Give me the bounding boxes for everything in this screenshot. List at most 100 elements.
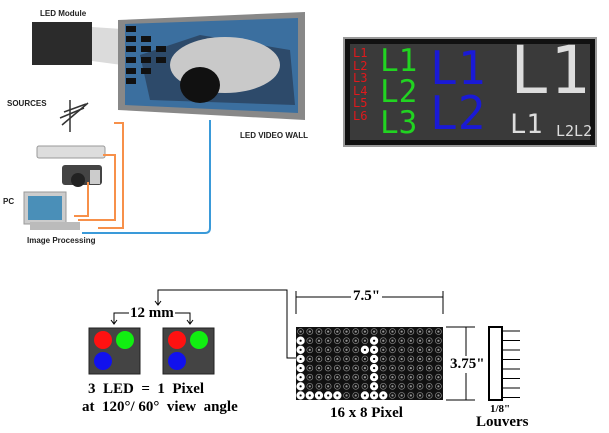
pixel-center	[400, 330, 403, 333]
pixel-center	[363, 394, 367, 397]
pixel-center	[363, 376, 367, 379]
pixel-center	[308, 394, 311, 397]
red-line: L1	[353, 46, 368, 60]
pixel-center	[299, 366, 302, 370]
pixel-center	[382, 348, 385, 351]
pixel-center	[308, 376, 311, 379]
pixel-center	[418, 357, 422, 361]
pixel-center	[345, 348, 348, 351]
pixel-center	[363, 348, 367, 351]
pixel-center	[418, 348, 422, 351]
led-pixel-equation: 3 LED = 1 Pixel	[88, 381, 205, 397]
pixel-center	[418, 376, 422, 379]
pixel-center	[354, 385, 357, 388]
red-line: L6	[353, 108, 368, 123]
pixel-center	[409, 330, 412, 333]
camcorder-icon	[62, 165, 102, 187]
pixel-center	[317, 357, 321, 361]
pixel-center	[317, 339, 321, 342]
pixel-center	[428, 348, 431, 351]
blue-line: L1	[430, 41, 486, 95]
pixel-center	[400, 357, 403, 361]
pixel-center	[400, 376, 403, 379]
pixel-center	[391, 376, 394, 379]
width-label: 7.5"	[351, 288, 383, 305]
pixel-center	[363, 366, 367, 370]
pixel-center	[363, 357, 367, 361]
pixel-center	[354, 330, 357, 333]
pixel-center	[400, 339, 403, 342]
pixel-center	[391, 330, 394, 333]
pixel-center	[391, 348, 394, 351]
red-line: L5	[353, 96, 368, 110]
pixel-center	[345, 357, 348, 361]
pixel-center	[336, 339, 339, 342]
pixel-center	[345, 376, 348, 379]
pixel-center	[317, 348, 321, 351]
pixel-center	[327, 376, 330, 379]
pixel-center	[363, 330, 367, 333]
red-line: L3	[353, 71, 368, 85]
pixel-center	[418, 385, 422, 388]
pixel-center	[382, 385, 385, 388]
pixel-center	[327, 357, 330, 361]
pixel-center	[409, 339, 412, 342]
pixel-center	[354, 339, 357, 342]
pixel-center	[382, 357, 385, 361]
pixel-center	[428, 339, 431, 342]
pixel-center	[299, 339, 302, 342]
pixel-center	[345, 394, 348, 397]
pixel-center	[336, 330, 339, 333]
white-small-right: L2L2	[556, 122, 593, 140]
pixel-center	[391, 339, 394, 342]
pixel-center	[391, 385, 394, 388]
pixel-center	[354, 394, 357, 397]
pixel-center	[418, 366, 422, 370]
louver-size-label: 1/8"	[490, 403, 511, 415]
pixel-center	[336, 348, 339, 351]
pixel-center	[428, 357, 431, 361]
pixel-center	[308, 339, 311, 342]
led-module-label: LED Module	[40, 9, 87, 18]
pixel-center	[345, 385, 348, 388]
pixel-center	[428, 385, 431, 388]
red-line: L2	[353, 58, 368, 73]
pc-icon	[23, 191, 80, 230]
pixel-center	[437, 348, 440, 351]
pixel-center	[299, 357, 302, 361]
pixel-center	[327, 394, 330, 397]
pixel-center	[400, 385, 403, 388]
pixel-center	[437, 376, 440, 379]
pixel-center	[418, 339, 422, 342]
antenna-icon	[59, 100, 89, 132]
led-video-wall-image	[118, 12, 305, 120]
pixel-center	[418, 394, 422, 397]
pixel-center	[428, 394, 431, 397]
pixel-center	[354, 348, 357, 351]
pixel-center	[299, 330, 302, 333]
pixel-center	[354, 366, 357, 370]
pixel-center	[437, 357, 440, 361]
pixel-center	[336, 357, 339, 361]
pixel-center	[308, 357, 311, 361]
pixel-center	[409, 366, 412, 370]
pixel-center	[400, 366, 403, 370]
pixel-center	[308, 366, 311, 370]
pixel-center	[336, 385, 339, 388]
green-line: L2	[380, 74, 418, 110]
pixel-center	[327, 348, 330, 351]
pixel-center	[327, 366, 330, 370]
green-line: L1	[380, 43, 418, 79]
dvd-player-icon	[36, 145, 106, 159]
cables	[74, 120, 211, 234]
pixel-center	[308, 385, 311, 388]
pixel-center	[327, 385, 330, 388]
pixel-center	[400, 394, 403, 397]
pixel-center	[299, 385, 302, 388]
pixel-center	[299, 376, 302, 379]
pc-label: PC	[3, 197, 15, 206]
